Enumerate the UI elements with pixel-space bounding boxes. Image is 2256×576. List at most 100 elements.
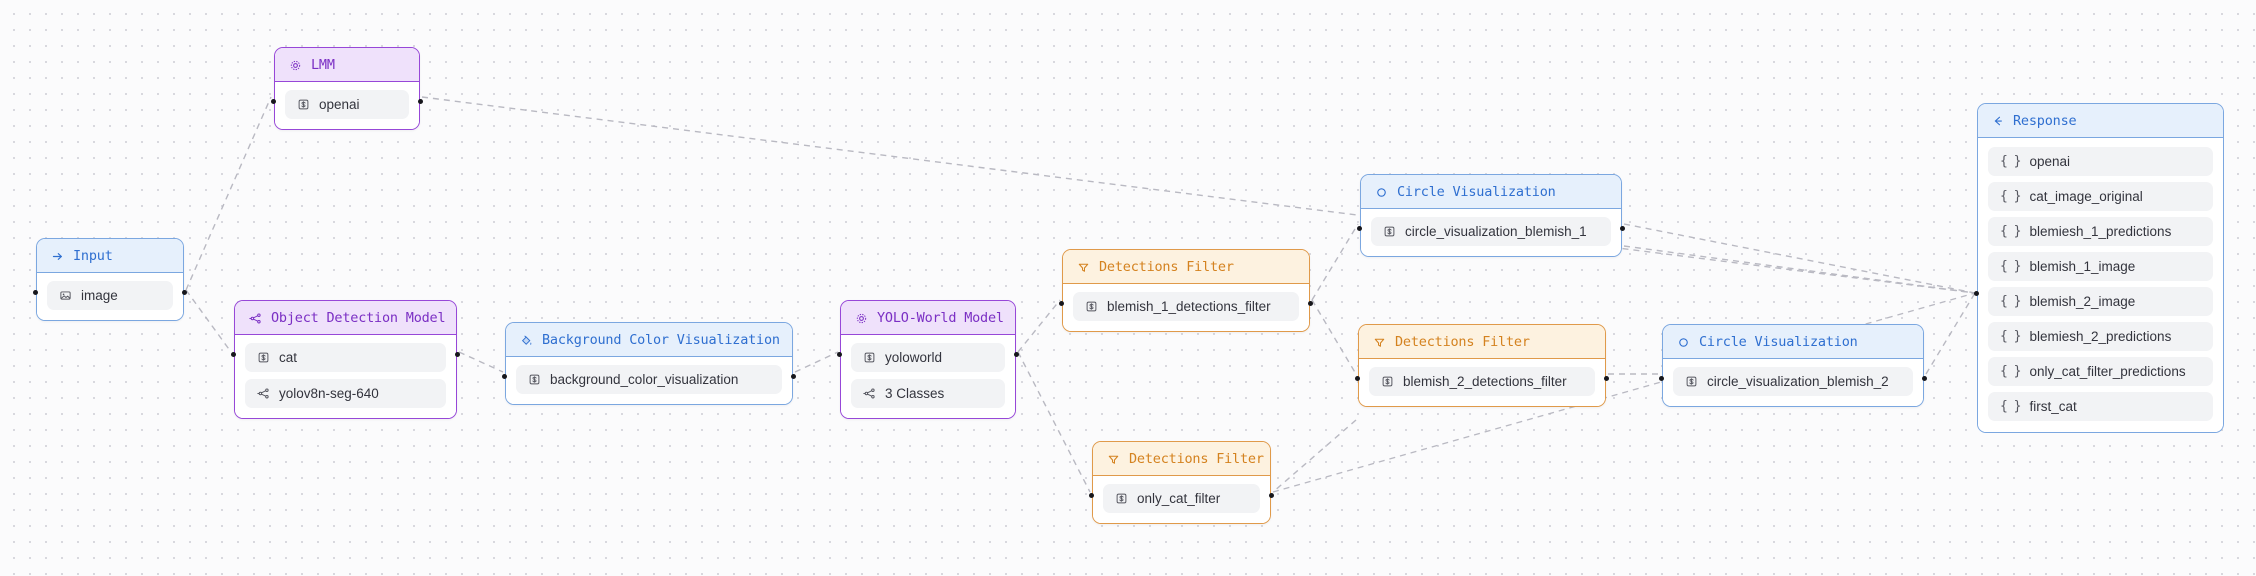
node-row-label: circle_visualization_blemish_2 [1707,374,1889,389]
braces-icon: { } [2000,189,2022,204]
response-item[interactable]: { } cat_image_original [1988,182,2213,211]
port-out-input[interactable] [182,290,187,295]
image-icon [59,289,72,302]
node-title: LMM [311,57,335,73]
port-in-response[interactable] [1974,291,1979,296]
graph-nodes-icon [257,387,270,400]
node-title: Background Color Visualization [542,332,780,348]
port-out-circle-visualization-blemish-2[interactable] [1922,376,1927,381]
port-in-detections-filter-blemish-2[interactable] [1355,376,1360,381]
node-circle-visualization-blemish-2[interactable]: Circle Visualization circle_visualizatio… [1662,324,1924,407]
port-out-background-color-visualization[interactable] [791,374,796,379]
edge-input-to-object-detection-model [185,289,232,353]
node-input[interactable]: Input image [36,238,184,321]
response-item-label: blemish_1_image [2029,259,2136,274]
node-background-color-visualization[interactable]: Background Color Visualization backgroun… [505,322,793,405]
response-item[interactable]: { }blemish_1_image [1988,252,2213,281]
edge-filter1-to-filter2 [1311,299,1357,375]
response-item[interactable]: { }only_cat_filter_predictions [1988,357,2213,386]
response-item[interactable]: { }openai [1988,147,2213,176]
edge-yoloworld-to-onlycat [1017,351,1091,493]
node-row[interactable]: yoloworld [851,343,1005,372]
edge-circle1-to-response [1623,223,1976,294]
node-row[interactable]: only_cat_filter [1103,484,1260,513]
node-circle-visualization-blemish-1[interactable]: Circle Visualization circle_visualizatio… [1360,174,1622,257]
node-lmm[interactable]: LMM openai [274,47,420,130]
node-header-detections-filter-blemish-2: Detections Filter [1359,325,1605,359]
node-row[interactable]: background_color_visualization [516,365,782,394]
node-row[interactable]: image [47,281,173,310]
circle-outline-icon [1375,186,1388,199]
dollar-box-icon [863,351,876,364]
node-yolo-world-model[interactable]: YOLO-World Model yoloworld 3 Classes [840,300,1016,419]
port-out-detections-filter-only-cat[interactable] [1269,493,1274,498]
node-row[interactable]: circle_visualization_blemish_1 [1371,217,1611,246]
node-body-circle-visualization-blemish-1: circle_visualization_blemish_1 [1361,209,1621,256]
port-in-input[interactable] [33,290,38,295]
edge-odm-to-bgviz [458,351,504,373]
funnel-icon [1373,336,1386,349]
node-row[interactable]: openai [285,90,409,119]
port-in-object-detection-model[interactable] [231,352,236,357]
port-out-object-detection-model[interactable] [455,352,460,357]
port-in-detections-filter-only-cat[interactable] [1089,493,1094,498]
port-out-detections-filter-blemish-2[interactable] [1604,376,1609,381]
node-title: YOLO-World Model [877,310,1004,326]
node-row-label: cat [279,350,298,365]
node-row[interactable]: blemish_1_detections_filter [1073,292,1299,321]
node-detections-filter-blemish-1[interactable]: Detections Filter blemish_1_detections_f… [1062,249,1310,332]
port-in-lmm[interactable] [271,99,276,104]
port-in-circle-visualization-blemish-2[interactable] [1659,376,1664,381]
edge-filter1-to-circle1 [1311,223,1359,301]
node-body-lmm: openai [275,82,419,129]
response-item[interactable]: { }blemish_2_image [1988,287,2213,316]
dollar-box-icon [297,98,310,111]
node-row[interactable]: circle_visualization_blemish_2 [1673,367,1913,396]
gear-icon [855,312,868,325]
dollar-box-icon [1381,375,1394,388]
port-out-circle-visualization-blemish-1[interactable] [1620,226,1625,231]
node-object-detection-model[interactable]: Object Detection Model cat yolov8n-seg-6… [234,300,457,419]
node-title: Detections Filter [1099,259,1234,275]
dollar-box-icon [1085,300,1098,313]
response-item-label: first_cat [2029,399,2077,414]
node-body-yolo-world-model: yoloworld 3 Classes [841,335,1015,418]
port-out-lmm[interactable] [418,99,423,104]
node-detections-filter-blemish-2[interactable]: Detections Filter blemish_2_detections_f… [1358,324,1606,407]
port-out-detections-filter-blemish-1[interactable] [1308,301,1313,306]
funnel-icon [1107,453,1120,466]
node-row[interactable]: 3 Classes [851,379,1005,408]
node-row-label: blemish_2_detections_filter [1403,374,1567,389]
response-item[interactable]: { }blemiesh_1_predictions [1988,217,2213,246]
node-row[interactable]: blemish_2_detections_filter [1369,367,1595,396]
node-title: Object Detection Model [271,310,446,326]
edge-input-to-lmm [185,96,272,291]
port-in-detections-filter-blemish-1[interactable] [1059,301,1064,306]
response-item[interactable]: { }blemiesh_2_predictions [1988,322,2213,351]
node-detections-filter-only-cat[interactable]: Detections Filter only_cat_filter [1092,441,1271,524]
port-in-circle-visualization-blemish-1[interactable] [1357,226,1362,231]
node-header-input: Input [37,239,183,273]
node-body-detections-filter-blemish-1: blemish_1_detections_filter [1063,284,1309,331]
response-item-label: openai [2029,154,2071,169]
funnel-icon [1077,261,1090,274]
node-row-label: background_color_visualization [550,372,739,387]
graph-nodes-icon [863,387,876,400]
node-header-circle-visualization-blemish-2: Circle Visualization [1663,325,1923,359]
node-row[interactable]: cat [245,343,446,372]
edge-circle1b-to-response [1623,245,1976,294]
response-item-label: blemish_2_image [2029,294,2136,309]
node-row-label: only_cat_filter [1137,491,1221,506]
port-in-yolo-world-model[interactable] [837,352,842,357]
response-item-label: blemiesh_2_predictions [2029,329,2172,344]
response-panel[interactable]: Response { }openai{ }cat_image_original{… [1977,103,2224,433]
node-row-label: yoloworld [885,350,943,365]
port-out-yolo-world-model[interactable] [1014,352,1019,357]
response-item-label: cat_image_original [2029,189,2143,204]
response-item[interactable]: { }first_cat [1988,392,2213,421]
port-in-background-color-visualization[interactable] [502,374,507,379]
braces-icon: { } [2000,224,2022,239]
response-items: { }openai{ }cat_image_original{ }blemies… [1978,138,2223,432]
node-row[interactable]: yolov8n-seg-640 [245,379,446,408]
